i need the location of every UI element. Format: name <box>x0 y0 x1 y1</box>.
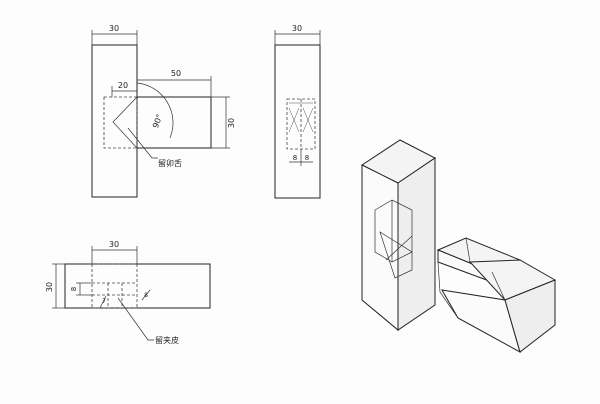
front-beam-outline <box>137 96 212 149</box>
side-post-outline <box>274 44 321 199</box>
iso-tenon-edge <box>437 261 459 319</box>
front-tongue-outline <box>112 96 138 149</box>
plan-dim-small-right: 8 <box>144 292 148 299</box>
front-dim-tenon-height: 30 <box>227 118 236 128</box>
front-tongue-leader <box>127 127 158 159</box>
iso-tenon-edge <box>491 271 506 301</box>
side-dim-slot-left: 8 <box>293 154 297 162</box>
plan-view: 30 30 8 7 8 留夹皮 <box>45 240 211 345</box>
iso-beam-side <box>504 279 556 353</box>
plan-skin-leader <box>117 297 154 341</box>
front-hidden-mortise <box>103 96 138 149</box>
iso-post-side <box>397 157 436 331</box>
side-hatch <box>302 107 314 133</box>
iso-post-front <box>361 164 399 332</box>
side-hatch <box>288 107 300 133</box>
plan-small-dim-tick <box>141 289 151 301</box>
plan-dim-small-left: 7 <box>102 298 106 305</box>
plan-dim-top-width: 30 <box>109 240 119 249</box>
plan-small-dim-tick <box>99 295 107 309</box>
tongue-label: 留卯舌 <box>158 158 182 168</box>
iso-mortise-line <box>385 235 413 261</box>
front-angle-label: 90° <box>151 113 164 129</box>
side-view: 30 8 8 <box>274 24 321 199</box>
skin-label: 留夹皮 <box>155 335 179 345</box>
side-dim-top-width: 30 <box>292 24 302 33</box>
plan-dim-inner-height: 8 <box>70 287 78 291</box>
iso-mortise-tongue <box>379 231 413 279</box>
front-post-outline <box>91 44 138 198</box>
front-dim-top-width: 30 <box>109 24 119 33</box>
isometric-view <box>361 139 557 354</box>
plan-post-hidden <box>91 263 138 309</box>
front-angle-arc <box>136 82 174 139</box>
plan-dim-left-height: 30 <box>45 282 54 292</box>
front-dim-inner-width: 20 <box>118 81 128 90</box>
front-view: 30 20 50 30 90° 留卯舌 <box>91 24 236 198</box>
side-dim-slot-right: 8 <box>305 154 309 162</box>
iso-tenon-edge <box>465 237 471 263</box>
front-dim-tenon-length: 50 <box>171 69 181 78</box>
plan-beam-outline <box>64 263 211 309</box>
